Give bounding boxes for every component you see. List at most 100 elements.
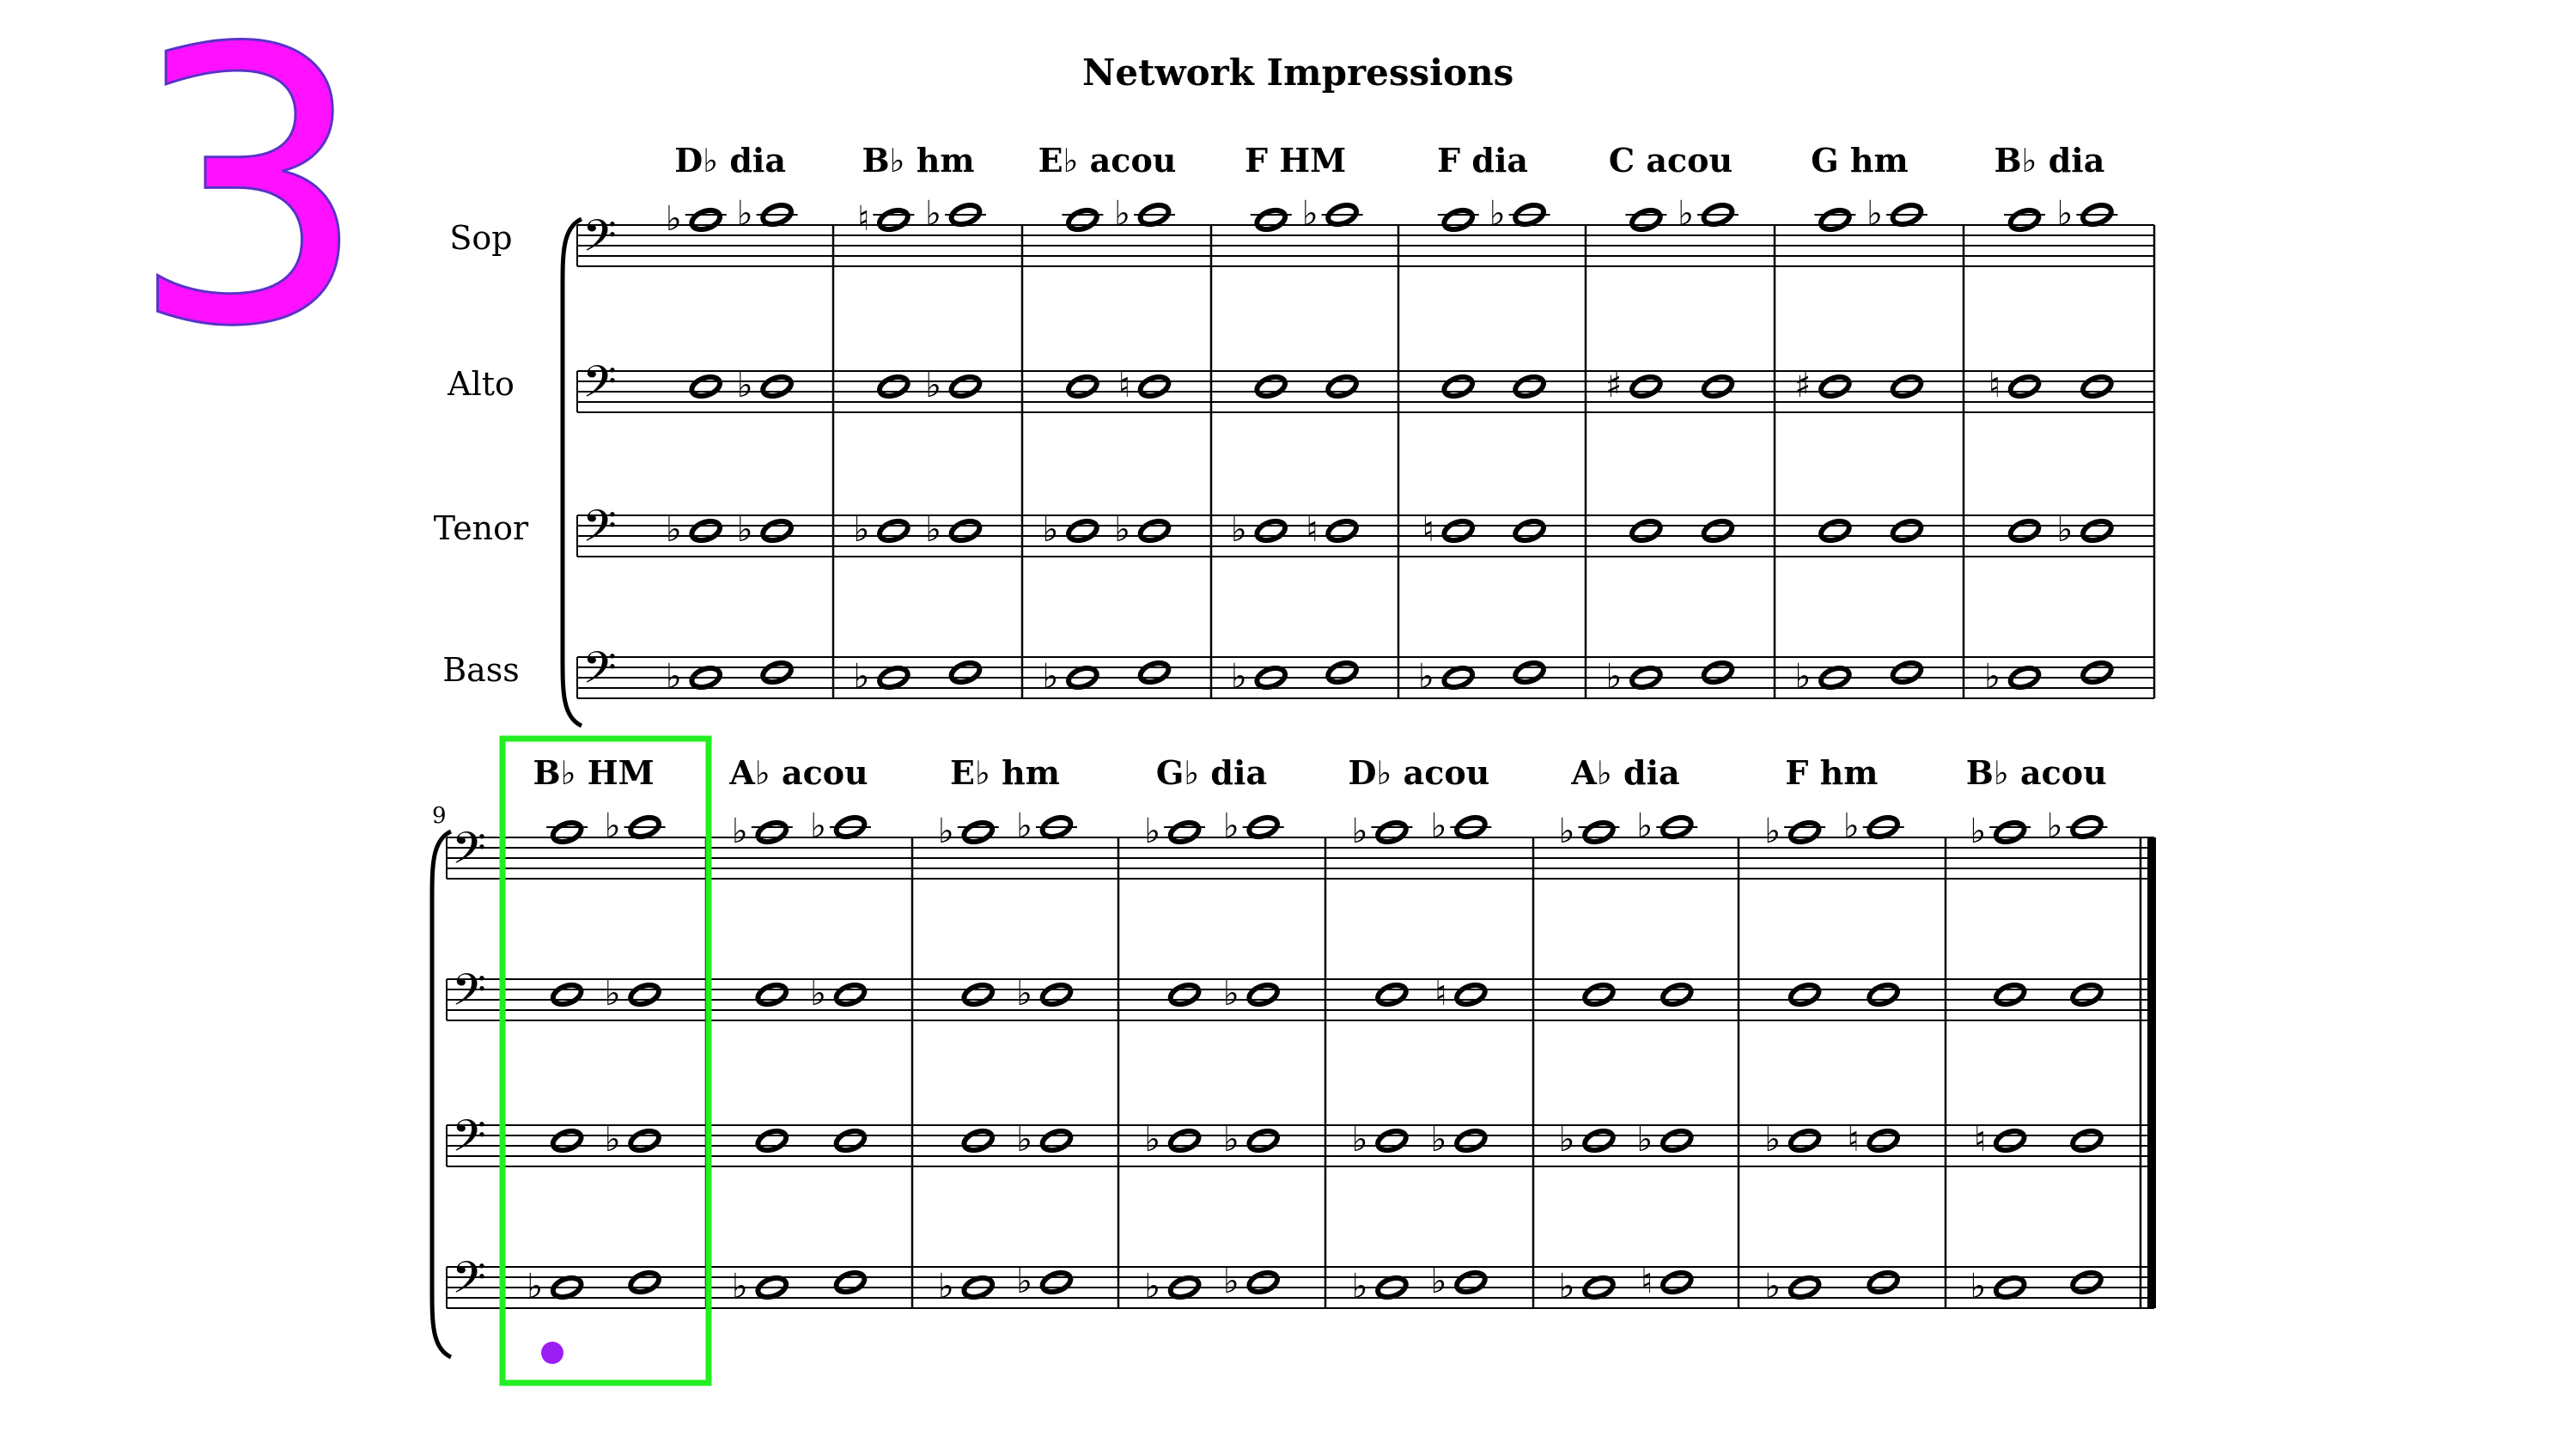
note-head: [760, 660, 794, 685]
accidental: ♭: [1223, 807, 1239, 846]
accidental: ♭: [1016, 974, 1032, 1014]
note-head: [1659, 1128, 1694, 1154]
whole-note: [1375, 982, 1409, 1008]
note-head: [1513, 374, 1546, 399]
note-head: [1659, 982, 1694, 1008]
whole-note: ♭: [1970, 1267, 2027, 1306]
accidental: ♭: [1418, 657, 1434, 697]
whole-note: [1254, 374, 1288, 399]
bass-clef-icon: 𝄢: [582, 642, 617, 704]
note-head: [1582, 819, 1616, 845]
note-head: [1659, 1269, 1694, 1295]
note-head: [1890, 374, 1924, 399]
whole-note: ♯: [1794, 366, 1852, 405]
note-head: [1867, 982, 1901, 1008]
accidental: ♭: [1843, 807, 1860, 846]
note-head: [1441, 665, 1476, 691]
note-head: [1513, 660, 1546, 685]
accidental: ♭: [737, 366, 753, 405]
whole-note: [1325, 374, 1359, 399]
whole-note: ♭: [1431, 1120, 1488, 1160]
note-head: [948, 374, 983, 399]
staff-alto: 𝄢Alto: [447, 356, 2154, 418]
whole-note: ♭: [1764, 1267, 1822, 1306]
whole-note: ♭: [1016, 1262, 1074, 1301]
note-head: [1513, 202, 1546, 228]
note-head: [628, 982, 661, 1008]
note-head: [1066, 518, 1099, 544]
accidental: ♭: [1431, 807, 1447, 846]
note-head: [1659, 814, 1694, 840]
score-title: Network Impressions: [1082, 52, 1514, 94]
whole-note: ♭: [1559, 1267, 1616, 1306]
slide-number: 3: [128, 0, 371, 409]
whole-note: ♭: [1843, 807, 1904, 846]
whole-note: [755, 982, 789, 1008]
chord-label: D♭ dia: [674, 141, 786, 180]
whole-note: [1582, 982, 1616, 1008]
accidental: ♭: [1559, 812, 1575, 851]
accidental: ♮: [1641, 1262, 1653, 1301]
chord-label: B♭ hm: [862, 141, 974, 180]
chord-label: G♭ dia: [1156, 753, 1267, 792]
note-head: [1582, 1128, 1616, 1154]
accidental: ♮: [1434, 974, 1446, 1014]
note-head: [1254, 207, 1288, 233]
note-head: [961, 982, 996, 1008]
note-head: [2080, 660, 2114, 685]
whole-note: ♭: [1223, 1120, 1281, 1160]
note-head: [1246, 1128, 1281, 1154]
note-head: [1867, 1128, 1901, 1154]
accidental: ♭: [732, 1267, 748, 1306]
note-head: [1375, 1275, 1409, 1300]
note-head: [1325, 374, 1359, 399]
whole-note: [2080, 374, 2114, 399]
whole-note: [1890, 660, 1924, 685]
accidental: ♭: [854, 657, 870, 697]
note-head: [755, 1275, 789, 1300]
voice-label-alto: Alto: [447, 365, 515, 403]
staff-bass: 𝄢: [446, 1251, 2154, 1314]
accidental: ♭: [1352, 1267, 1368, 1306]
accidental: ♭: [1559, 1120, 1575, 1160]
note-head: [755, 1128, 789, 1154]
note-head: [1818, 374, 1852, 399]
accidental: ♭: [1795, 657, 1812, 697]
whole-note: [1701, 660, 1735, 685]
note-head: [2007, 665, 2042, 691]
accidental: ♭: [938, 1267, 954, 1306]
note-head: [1818, 207, 1852, 233]
whole-note: ♭: [1043, 657, 1099, 697]
note-head: [1701, 202, 1735, 228]
note-head: [689, 374, 723, 399]
final-barline-thick: [2147, 837, 2156, 1308]
note-head: [1582, 982, 1616, 1008]
whole-note: ♭: [1489, 194, 1550, 234]
whole-note: ♭: [1867, 194, 1927, 234]
accidental: ♭: [1144, 812, 1160, 851]
whole-note: ♭: [1231, 657, 1288, 697]
whole-note: [628, 1269, 661, 1295]
whole-note: [1814, 207, 1856, 233]
whole-note: ♭: [1970, 812, 2031, 851]
note-head: [2007, 374, 2042, 399]
note-head: [833, 814, 868, 840]
accidental: ♭: [2057, 194, 2074, 234]
bass-clef-icon: 𝄢: [582, 500, 617, 563]
accidental: ♭: [1431, 1120, 1447, 1160]
note-head: [877, 374, 910, 399]
note-head: [1246, 814, 1281, 840]
whole-note: [1701, 518, 1735, 544]
whole-note: [1437, 207, 1479, 233]
accidental: ♭: [1559, 1267, 1575, 1306]
note-head: [2070, 1128, 2104, 1154]
whole-note: ♭: [1764, 812, 1826, 851]
accidental: ♮: [1988, 366, 2001, 405]
note-head: [1993, 1275, 2027, 1300]
whole-note: ♭: [1144, 812, 1206, 851]
note-head: [1818, 518, 1852, 544]
note-head: [1246, 982, 1281, 1008]
accidental: ♭: [1223, 1120, 1239, 1160]
whole-note: [2004, 207, 2046, 233]
accidental: ♭: [527, 1267, 543, 1306]
